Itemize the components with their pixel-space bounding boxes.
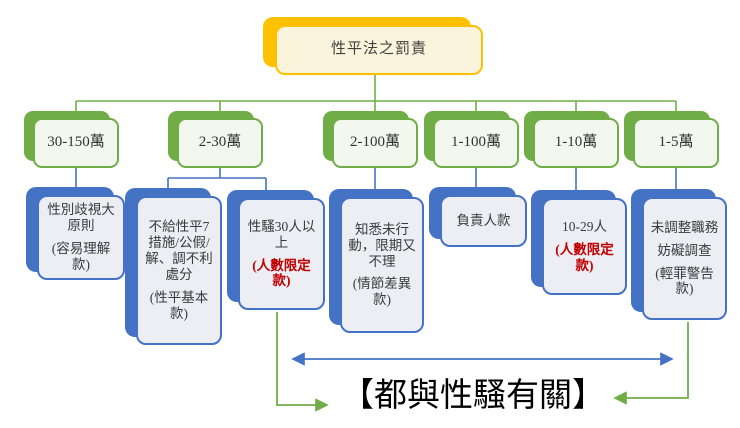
detail-main-text: 性騷30人以上 bbox=[247, 218, 316, 250]
amount-node-30-150: 30-150萬 bbox=[24, 111, 119, 168]
detail-note-text-red: (人數限定款) bbox=[555, 242, 614, 273]
detail-main-text: 負責人款 bbox=[456, 213, 511, 229]
detail-note-text: (情節差異款) bbox=[352, 276, 412, 308]
title-node: 性平法之罰責 bbox=[263, 17, 483, 75]
amount-label: 2-30萬 bbox=[198, 134, 242, 151]
detail-node-no-adjustment: 未調整職務 妨礙調查 (輕罪警告款) bbox=[631, 189, 727, 320]
page-title: 性平法之罰責 bbox=[330, 41, 427, 58]
caption-arrow-right bbox=[613, 322, 689, 405]
detail-main2-text: 妨礙調查 bbox=[657, 242, 712, 258]
amount-label: 30-150萬 bbox=[47, 134, 105, 151]
detail-note-text: (性平基本款) bbox=[149, 289, 209, 321]
detail-node-knew-no-action: 知悉未行動，限期又不理 (情節差異款) bbox=[329, 189, 424, 333]
detail-node-gender-discrimination: 性別歧視大原則 (容易理解款) bbox=[26, 187, 125, 280]
amount-node-2-30: 2-30萬 bbox=[168, 111, 263, 168]
amount-label: 2-100萬 bbox=[350, 134, 400, 151]
detail-node-no-measures: 不給性平7措施/公假/解、調不利處分 (性平基本款) bbox=[125, 188, 222, 345]
amount-label: 1-5萬 bbox=[658, 134, 694, 151]
detail-note-text: (輕罪警告款) bbox=[655, 265, 714, 297]
amount-label: 1-10萬 bbox=[554, 134, 598, 151]
amount-node-1-10: 1-10萬 bbox=[524, 111, 619, 168]
detail-note-text: (容易理解款) bbox=[51, 241, 111, 272]
detail-main-text: 知悉未行動，限期又不理 bbox=[348, 221, 416, 269]
caption-arrow-left bbox=[276, 312, 329, 412]
amount-label: 1-100萬 bbox=[451, 134, 501, 151]
detail-main-text: 10-29人 bbox=[562, 219, 607, 235]
amount-node-2-100: 2-100萬 bbox=[323, 111, 418, 168]
title-tree-connector bbox=[75, 75, 677, 117]
amount-node-1-100: 1-100萬 bbox=[424, 111, 519, 168]
detail-node-harass-30-plus: 性騷30人以上 (人數限定款) bbox=[227, 190, 325, 310]
detail-main-text: 性別歧視大原則 bbox=[47, 202, 115, 234]
detail-node-10-29-people: 10-29人 (人數限定款) bbox=[531, 190, 627, 295]
detail-main-text: 不給性平7措施/公假/解、調不利處分 bbox=[145, 219, 213, 282]
amount-node-1-5: 1-5萬 bbox=[624, 111, 719, 168]
detail-note-text-red: (人數限定款) bbox=[252, 257, 311, 289]
detail-node-responsible-person: 負責人款 bbox=[429, 187, 527, 247]
detail-main-text: 未調整職務 bbox=[650, 219, 719, 235]
caption-text: 【都與性騷有關】 bbox=[341, 378, 605, 414]
